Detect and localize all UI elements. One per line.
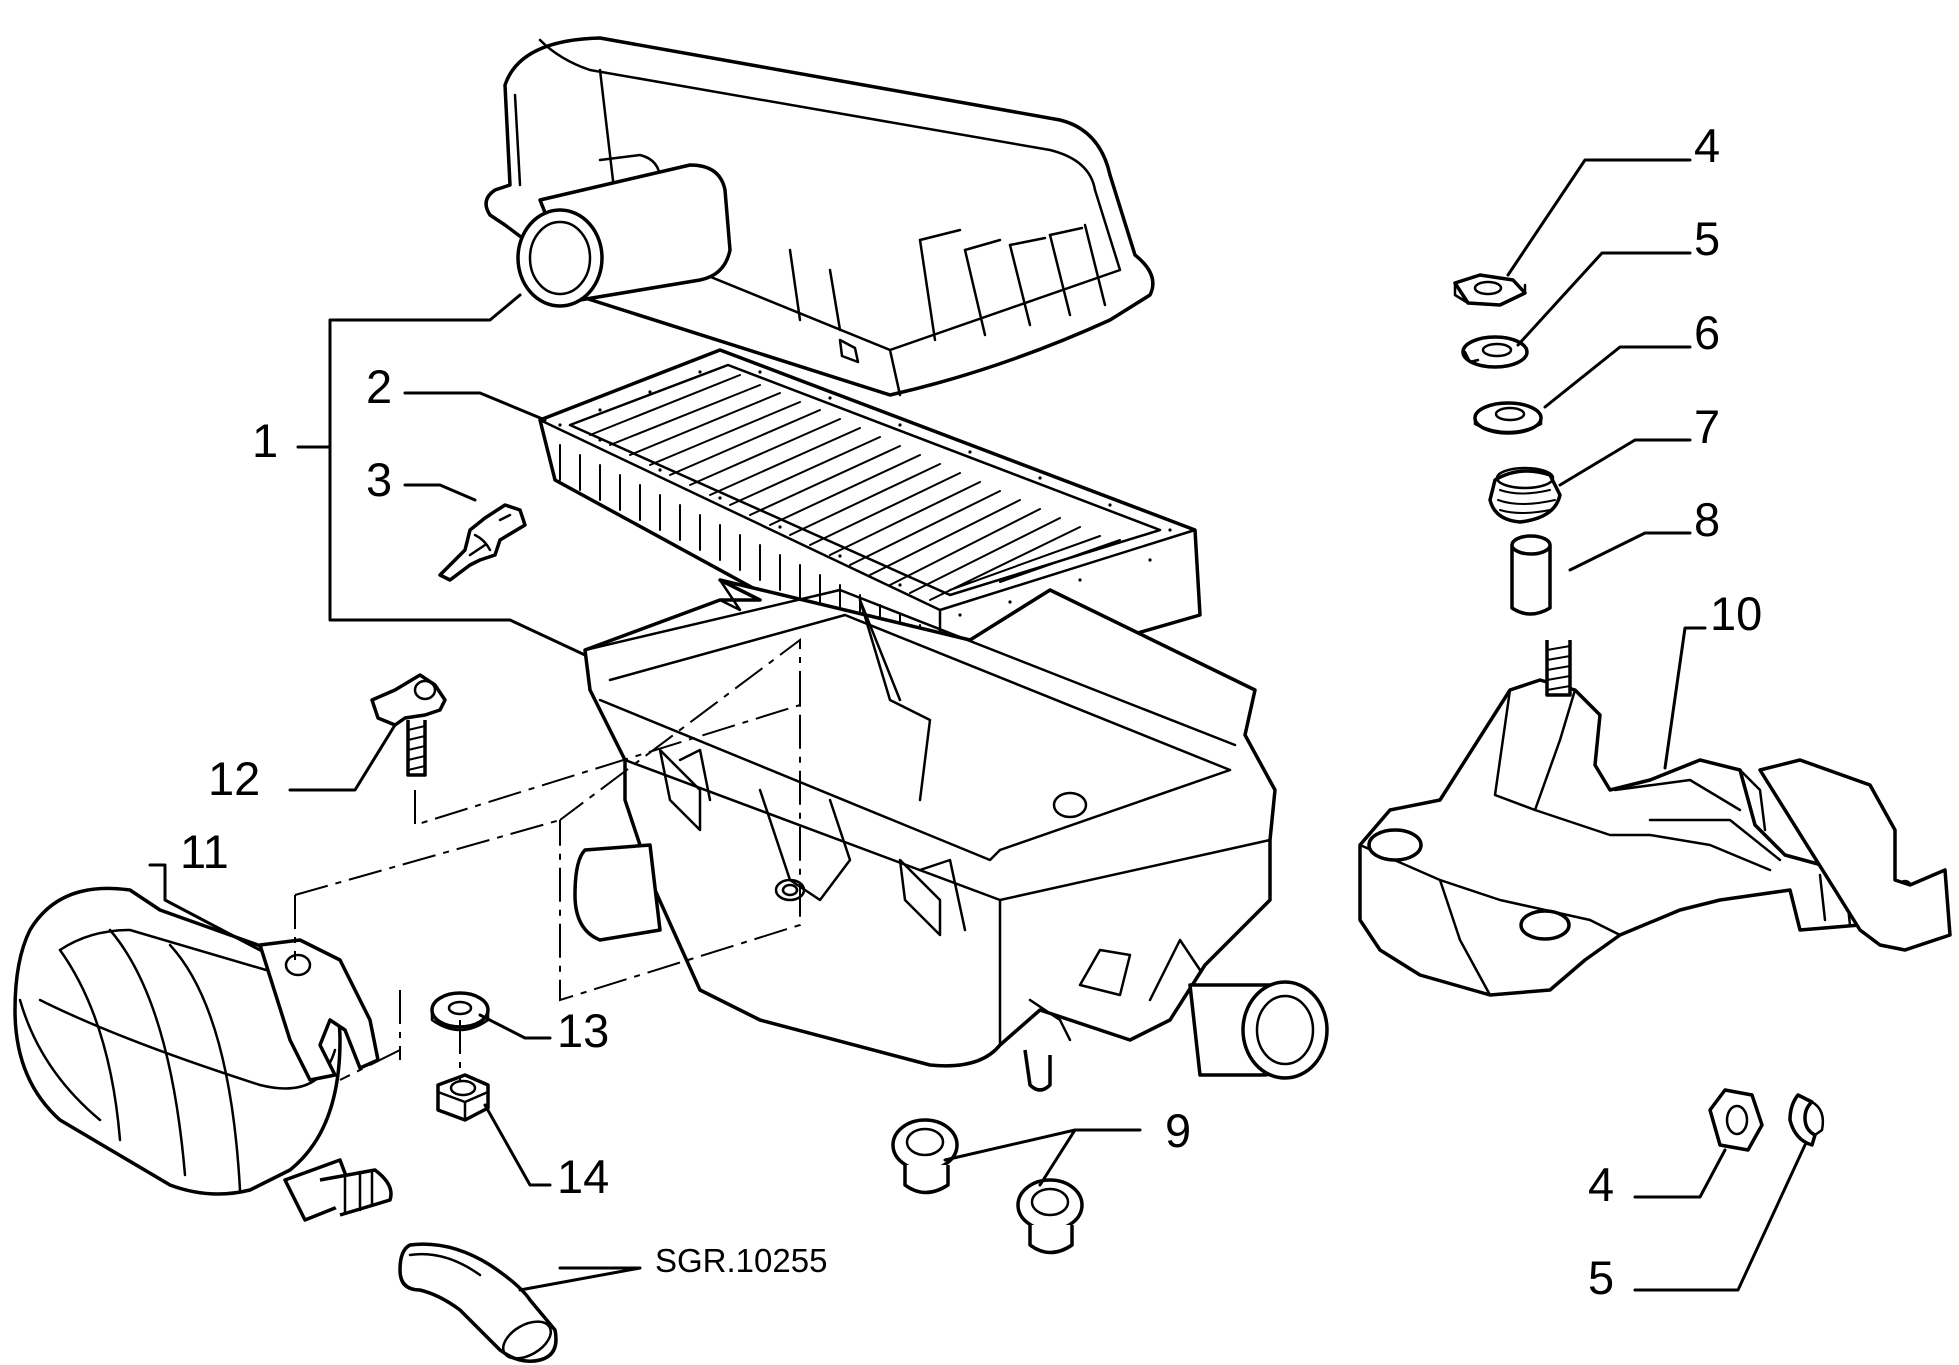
air-filter-housing — [573, 578, 1329, 1092]
callout-2: 2 — [366, 360, 392, 413]
callout-5-lower: 5 — [1588, 1251, 1614, 1304]
callout-4-lower: 4 — [1588, 1158, 1614, 1211]
clip-part-3 — [438, 503, 527, 582]
drawing-reference-number: SGR.10255 — [655, 1242, 827, 1279]
nut-part-4-upper — [1453, 273, 1527, 307]
callout-8: 8 — [1694, 493, 1720, 546]
nut-part-4-lower — [1708, 1088, 1764, 1152]
callout-11: 11 — [180, 825, 229, 878]
assembly-centre-lines — [294, 638, 801, 1081]
lock-washer-part-5-lower — [1788, 1093, 1825, 1147]
callout-6: 6 — [1694, 306, 1720, 359]
callout-12: 12 — [208, 752, 260, 805]
callout-14: 14 — [557, 1150, 609, 1203]
rubber-pad-part-7 — [1488, 466, 1562, 524]
clip-bolt-part-12 — [370, 673, 447, 777]
bracket-part-10 — [1358, 640, 1952, 997]
resonator-part-11 — [13, 886, 393, 1222]
callout-10: 10 — [1710, 587, 1762, 640]
washer-part-6 — [1473, 401, 1543, 435]
hose — [398, 1242, 558, 1363]
callout-4-upper: 4 — [1694, 119, 1720, 172]
callout-3: 3 — [366, 453, 392, 506]
callout-5-upper: 5 — [1694, 212, 1720, 265]
callout-1: 1 — [252, 414, 278, 467]
leader-lines — [148, 158, 1807, 1292]
callout-13: 13 — [557, 1004, 609, 1057]
spacer-part-8 — [1510, 534, 1552, 616]
air-filter-lid — [484, 36, 1155, 397]
callout-labels: 1 2 3 4 5 6 7 8 9 10 11 12 13 14 4 5 — [180, 119, 1762, 1304]
callout-9: 9 — [1165, 1104, 1191, 1157]
lock-washer-part-5-upper — [1461, 335, 1529, 369]
callout-7: 7 — [1694, 400, 1720, 453]
grommet-part-9 — [891, 1118, 1084, 1255]
nut-part-14 — [436, 1073, 490, 1122]
